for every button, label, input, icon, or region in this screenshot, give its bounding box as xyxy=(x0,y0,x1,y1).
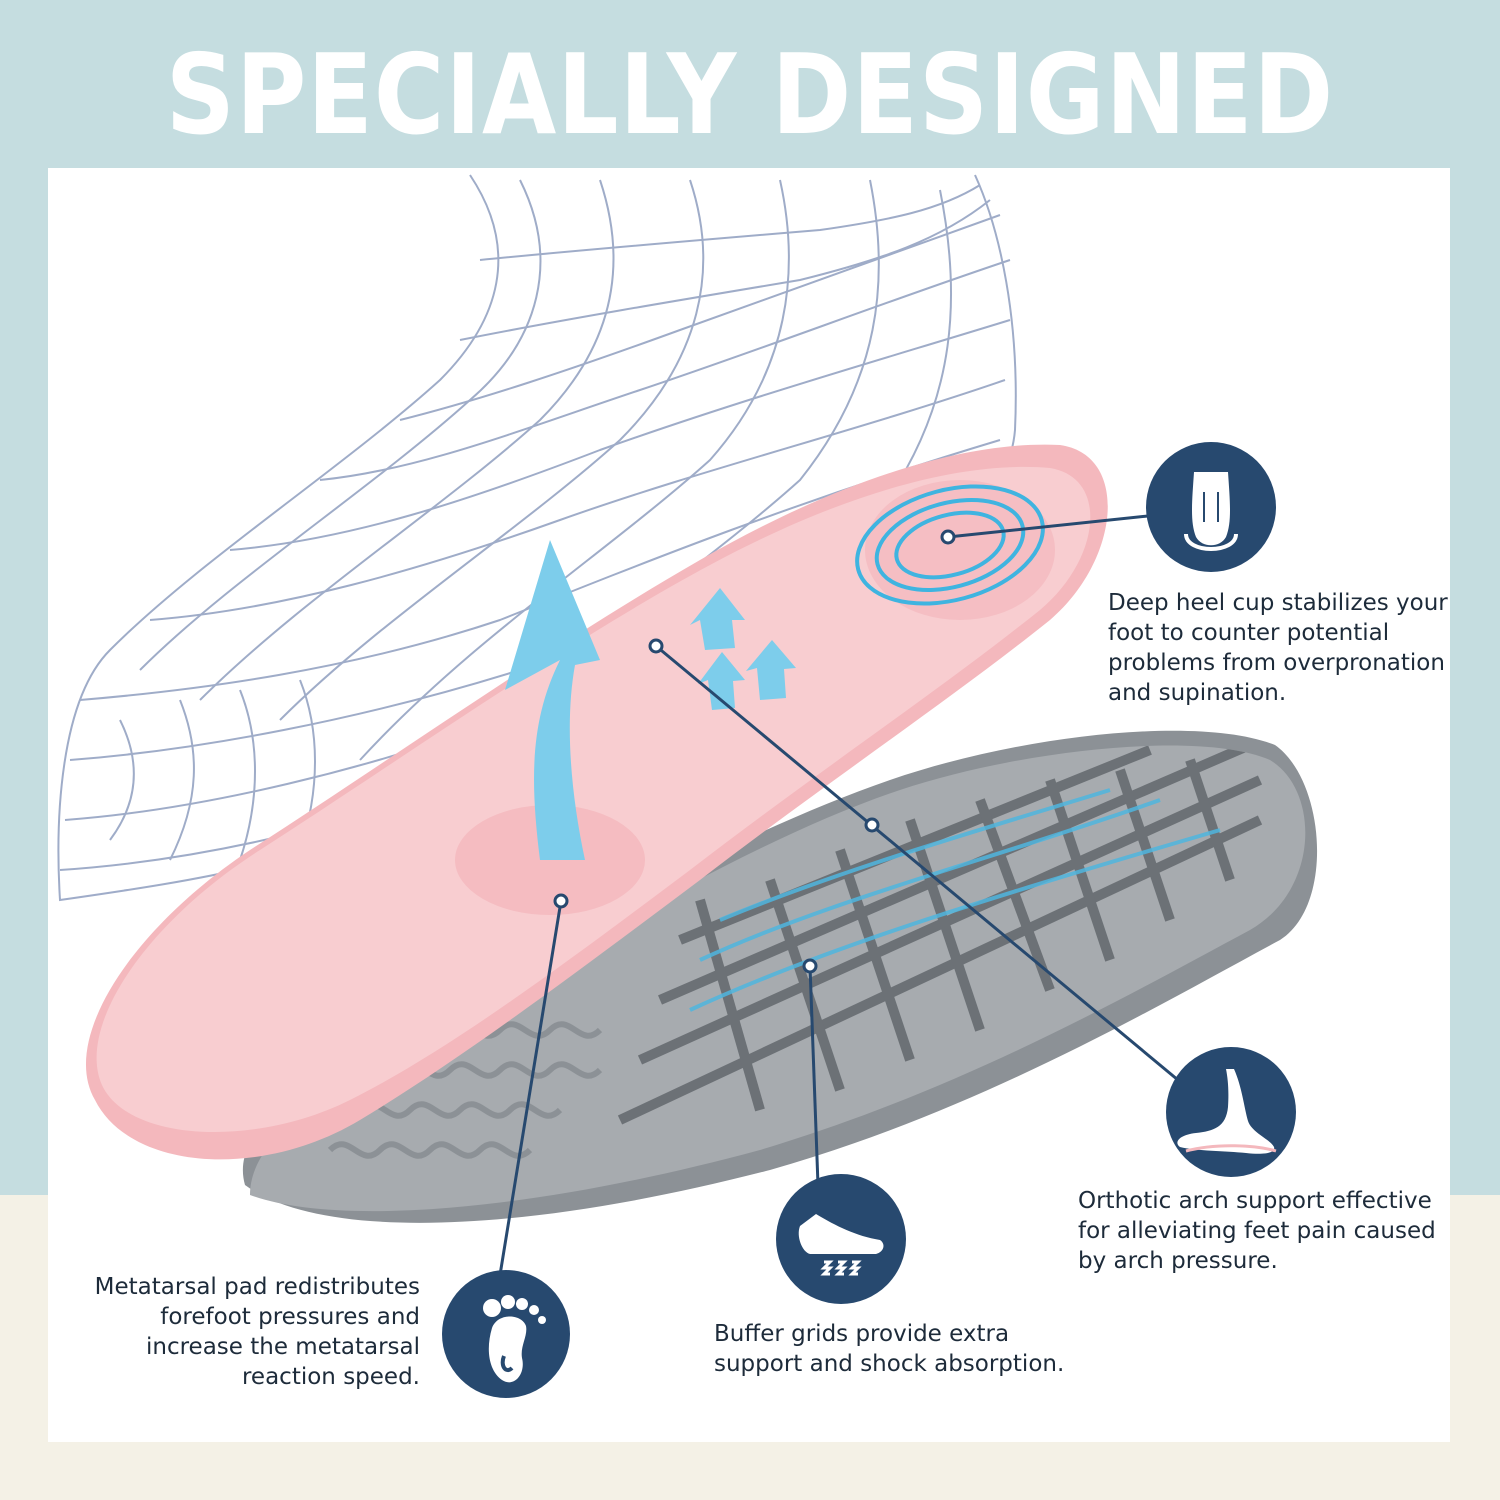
heel-cup-icon xyxy=(1146,442,1276,572)
page-title: Specially Designed Insoles xyxy=(165,30,1335,298)
arch-support-caption: Orthotic arch support effective for alle… xyxy=(1078,1188,1436,1274)
leader-lines xyxy=(498,514,1179,1276)
arch-foot-icon xyxy=(1166,1047,1296,1177)
footprint-icon xyxy=(442,1270,570,1398)
metatarsal-pad-caption: Metatarsal pad redistributes forefoot pr… xyxy=(94,1274,420,1390)
lift-arrows xyxy=(505,540,796,860)
shock-absorb-shoe-icon xyxy=(776,1174,906,1304)
heel-cup-caption: Deep heel cup stabilizes your foot to co… xyxy=(1108,590,1448,706)
gray-sole xyxy=(242,730,1318,1223)
buffer-grids-caption: Buffer grids provide extra support and s… xyxy=(714,1321,1065,1377)
leader-dots xyxy=(553,529,956,974)
